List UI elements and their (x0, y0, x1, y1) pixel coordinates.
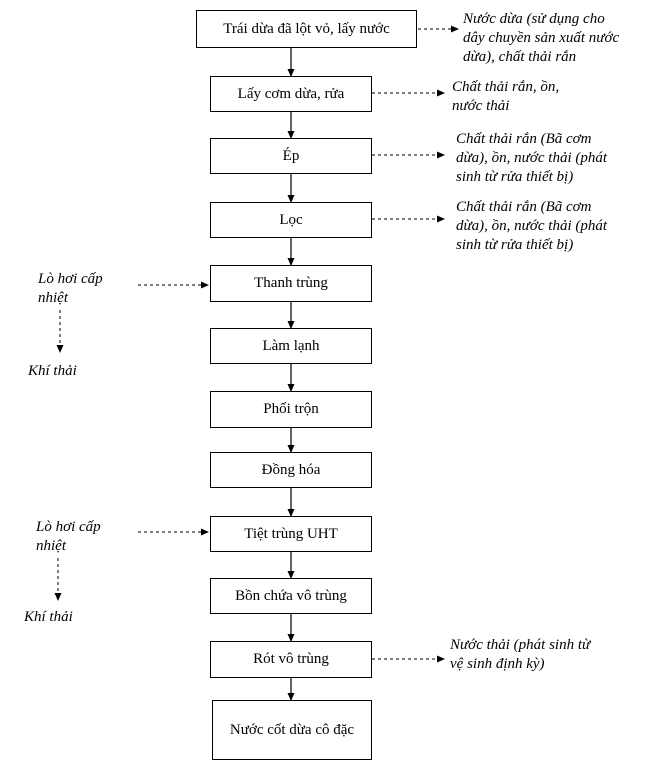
step-final-product: Nước cốt dừa cô đặc (212, 700, 372, 760)
output-rinse-waste: Chất thải rắn, ồn, nước thải (452, 79, 560, 114)
exhaust-1: Khí thải (28, 363, 77, 379)
input-boiler-2: Lò hơi cấp nhiệt (36, 519, 101, 554)
output-filter-waste: Chất thải rắn (Bã cơm dừa), ồn, nước thả… (456, 199, 608, 253)
step-cooling: Làm lạnh (210, 328, 372, 364)
step-aseptic-tank: Bồn chứa vô trùng (210, 578, 372, 614)
step-homogenize: Đồng hóa (210, 452, 372, 488)
step-coconut-peeled: Trái dừa đã lột vỏ, lấy nước (196, 10, 417, 48)
step-press: Ép (210, 138, 372, 174)
step-filter: Lọc (210, 202, 372, 238)
step-aseptic-filling: Rót vô trùng (210, 641, 372, 678)
step-pasteurize: Thanh trùng (210, 265, 372, 302)
input-boiler-1: Lò hơi cấp nhiệt (38, 271, 103, 306)
output-press-waste: Chất thải rắn (Bã cơm dừa), ồn, nước thả… (456, 131, 608, 185)
output-filling-wastewater: Nước thải (phát sinh từ vệ sinh định kỳ) (450, 637, 591, 672)
step-take-meat-wash: Lấy cơm dừa, rửa (210, 76, 372, 112)
exhaust-2: Khí thải (24, 609, 73, 625)
output-coconut-water: Nước dừa (sử dụng cho dây chuyền sản xuấ… (463, 11, 620, 65)
step-mixing: Phối trộn (210, 391, 372, 428)
step-uht-sterilize: Tiệt trùng UHT (210, 516, 372, 552)
